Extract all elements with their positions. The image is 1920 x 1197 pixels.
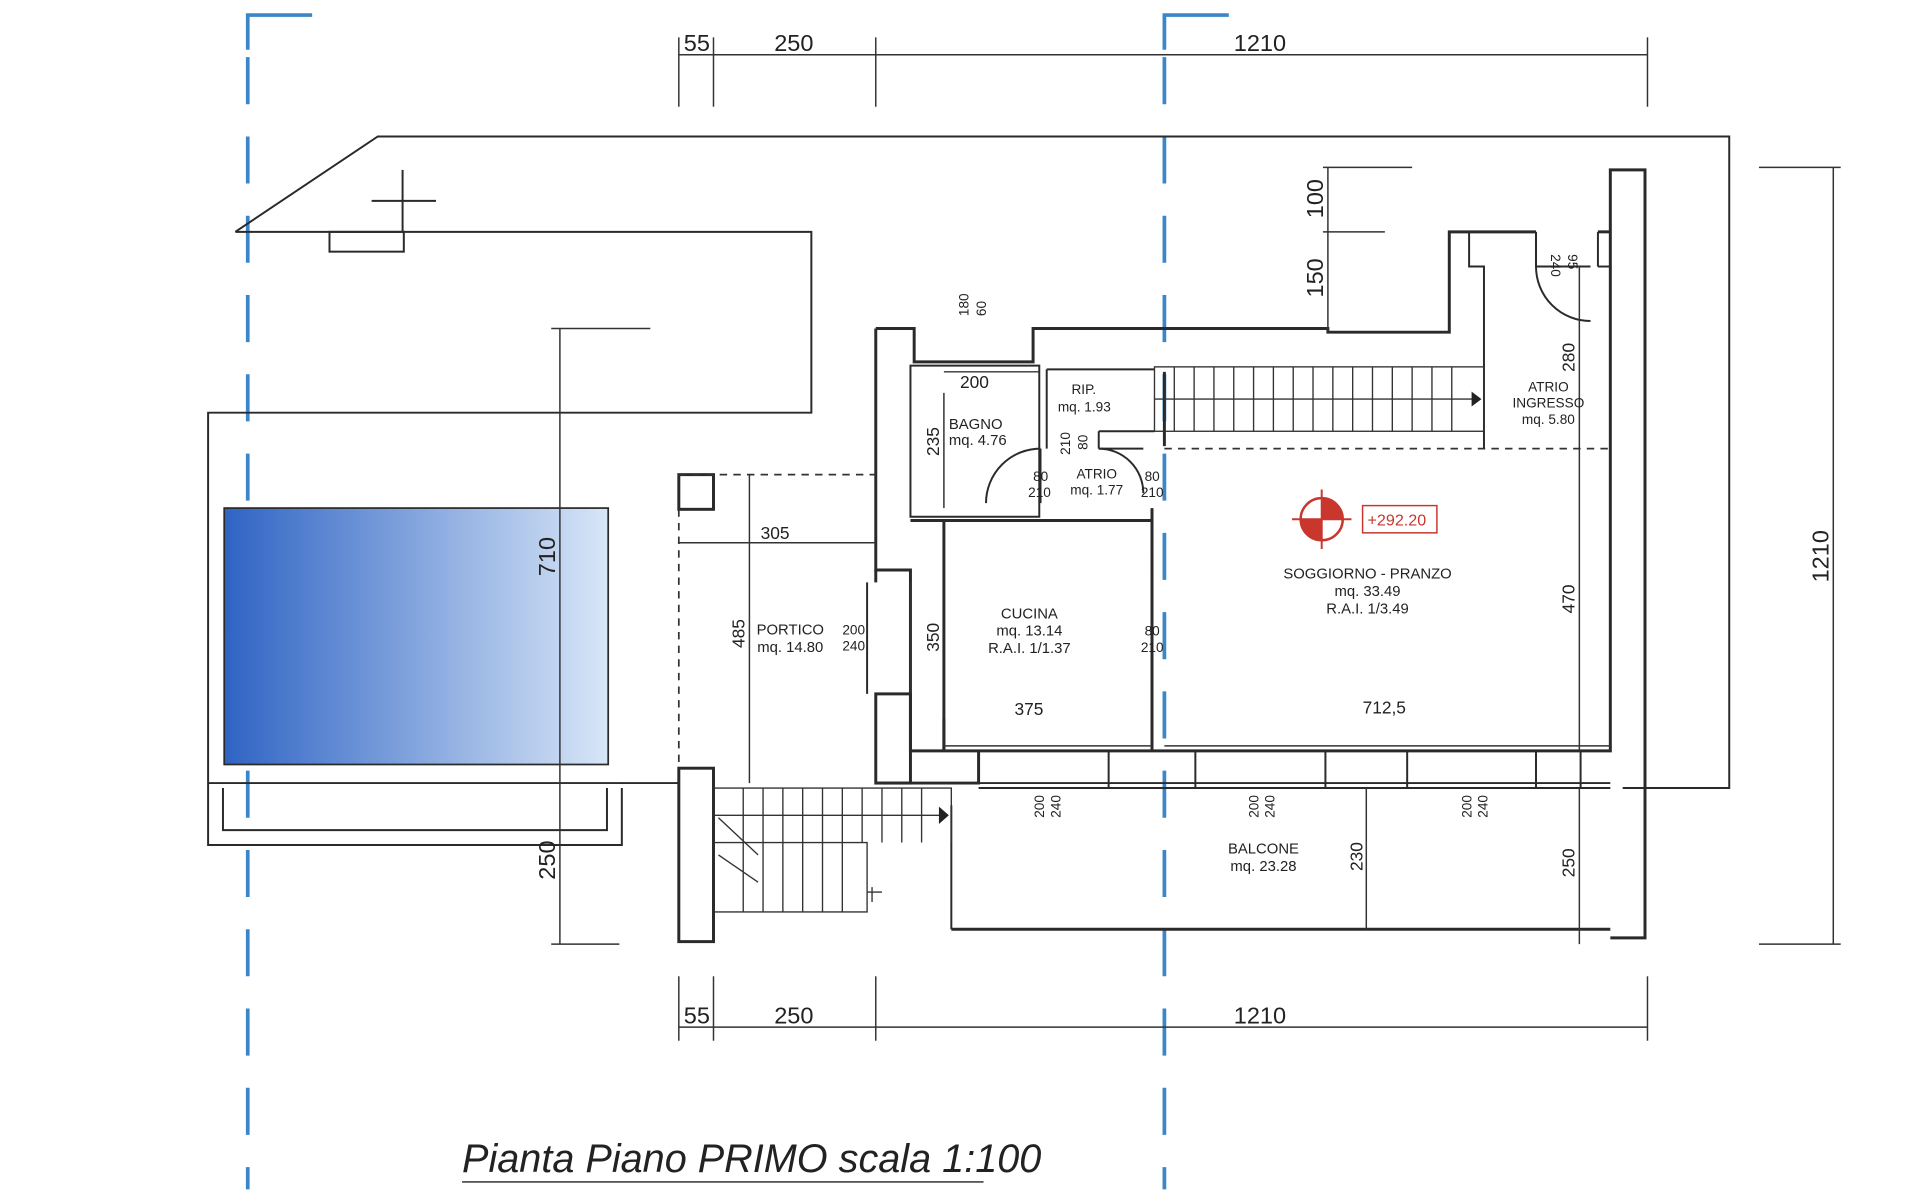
dim-bottom-55: 55 [684, 1002, 710, 1028]
room-atrio-name: ATRIO [1076, 466, 1117, 481]
dim-235: 235 [923, 427, 943, 456]
room-atrio-ingresso-name2: INGRESSO [1512, 396, 1584, 411]
room-soggiorno-rai: R.A.I. 1/3.49 [1326, 601, 1409, 617]
dim-bottom-1210: 1210 [1234, 1002, 1286, 1028]
door3-210: 210 [1141, 640, 1164, 655]
dashed-lines [677, 447, 1611, 769]
atrio-opening-95: 95 [1565, 254, 1580, 269]
dim-350: 350 [923, 623, 943, 652]
room-rip-name: RIP. [1071, 382, 1096, 397]
dim-485: 485 [728, 619, 748, 648]
stairs-lower [713, 787, 953, 913]
elevation-label: +292.20 [1368, 511, 1427, 529]
dim-250-balcone: 250 [1558, 848, 1578, 877]
door-swings [985, 265, 1591, 719]
dim-100: 100 [1302, 179, 1328, 218]
room-labels: BAGNO mq. 4.76 RIP. mq. 1.93 ATRIO mq. 1… [757, 380, 1585, 875]
dim-280: 280 [1558, 343, 1578, 372]
stairs-upper [1153, 366, 1485, 432]
balcone-opening3-240: 240 [1476, 795, 1491, 818]
dim-right-1210: 1210 [1807, 530, 1833, 582]
balcone-opening2-240: 240 [1263, 795, 1278, 818]
dim-bottom-250: 250 [774, 1002, 813, 1028]
opening-180: 180 [957, 293, 972, 316]
dim-470: 470 [1558, 584, 1578, 613]
room-bagno-area: mq. 4.76 [949, 433, 1007, 449]
door2-210: 210 [1141, 485, 1164, 500]
elevation-marker [1291, 489, 1438, 549]
room-cucina-name: CUCINA [1001, 606, 1058, 622]
door3-80: 80 [1145, 624, 1161, 639]
dim-top-55: 55 [684, 30, 710, 56]
room-atrio-area: mq. 1.77 [1070, 482, 1123, 497]
drawing-title: Pianta Piano PRIMO scala 1:100 [462, 1137, 1041, 1181]
terrace-outline [207, 135, 1731, 846]
opening-60: 60 [974, 301, 989, 317]
opening-rip-80: 80 [1076, 434, 1091, 450]
dim-230: 230 [1347, 842, 1367, 871]
room-cucina-area: mq. 13.14 [996, 624, 1062, 640]
dim-top-1210: 1210 [1234, 30, 1286, 56]
balcone-opening2-200: 200 [1247, 795, 1262, 818]
room-cucina-rai: R.A.I. 1/1.37 [988, 641, 1071, 657]
door2-80: 80 [1145, 469, 1161, 484]
pool [223, 507, 610, 766]
atrio-opening-240: 240 [1548, 254, 1563, 277]
room-rip-area: mq. 1.93 [1058, 399, 1111, 414]
portico-opening-240: 240 [842, 639, 865, 654]
room-atrio-ingresso-name1: ATRIO [1528, 380, 1569, 395]
room-atrio-ingresso-area: mq. 5.80 [1522, 412, 1575, 427]
room-portico-area: mq. 14.80 [757, 640, 823, 656]
opening-labels: 180 60 210 80 80 210 80 210 80 210 200 2… [842, 254, 1580, 818]
opening-rip-210: 210 [1058, 432, 1073, 455]
balcone-opening3-200: 200 [1460, 795, 1475, 818]
room-balcone-area: mq. 23.28 [1230, 859, 1296, 875]
balcone-opening1-200: 200 [1032, 795, 1047, 818]
door1-80: 80 [1033, 469, 1049, 484]
dim-bagno-200: 200 [960, 372, 989, 392]
door1-210: 210 [1028, 485, 1051, 500]
balcone-opening1-240: 240 [1048, 795, 1063, 818]
room-soggiorno-area: mq. 33.49 [1334, 584, 1400, 600]
dim-150: 150 [1302, 258, 1328, 297]
dim-left-710: 710 [534, 537, 560, 576]
room-soggiorno-name: SOGGIORNO - PRANZO [1283, 567, 1451, 583]
dimension-lines [551, 37, 1841, 1041]
room-portico-name: PORTICO [757, 622, 824, 638]
dimension-labels: 55 250 1210 55 250 1210 1210 710 250 100… [534, 30, 1833, 1028]
room-balcone-name: BALCONE [1228, 842, 1299, 858]
dim-712: 712,5 [1363, 698, 1406, 718]
house-walls [677, 168, 1647, 944]
dim-305: 305 [761, 523, 790, 543]
room-bagno-name: BAGNO [949, 417, 1003, 433]
dim-left-250: 250 [534, 840, 560, 879]
portico-opening-200: 200 [842, 622, 865, 637]
dim-top-250: 250 [774, 30, 813, 56]
dim-375: 375 [1015, 699, 1044, 719]
